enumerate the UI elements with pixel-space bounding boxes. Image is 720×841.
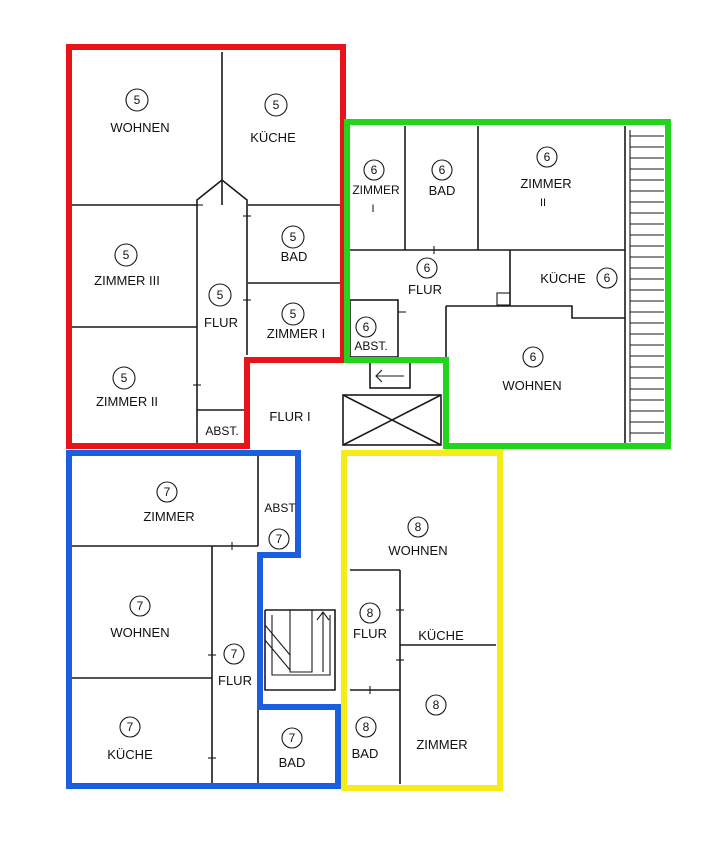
room-label: KÜCHE <box>540 271 586 286</box>
room-number: 7 <box>231 647 238 661</box>
room-number: 7 <box>164 485 171 499</box>
room-unit5-bad: 5 BAD <box>281 225 308 264</box>
room-number: 7 <box>289 731 296 745</box>
room-number: 6 <box>371 163 378 177</box>
stairs-unit6 <box>629 130 664 442</box>
room-unit8-wohnen: 8 WOHNEN <box>388 516 448 558</box>
room-unit6-wohnen: 6 WOHNEN <box>502 346 562 393</box>
room-label: BAD <box>279 755 306 770</box>
room-unit6-abst: 6 ABST. <box>354 316 388 353</box>
room-number: 6 <box>530 350 537 364</box>
room-number: 8 <box>367 606 374 620</box>
room-number: 5 <box>290 307 297 321</box>
room-label: ZIMMER <box>520 176 571 191</box>
room-label: ZIMMER III <box>94 273 160 288</box>
unit6-outline <box>344 119 671 449</box>
room-label: BAD <box>429 183 456 198</box>
room-unit5-wohnen: 5 WOHNEN <box>110 88 170 135</box>
room-unit7-flur: 7 FLUR <box>218 643 252 688</box>
room-unit5-zimmer3: 5 ZIMMER III <box>94 243 160 288</box>
room-number: 5 <box>121 371 128 385</box>
room-number: 5 <box>217 288 224 302</box>
room-label: KÜCHE <box>107 747 153 762</box>
room-label: KÜCHE <box>250 130 296 145</box>
room-number: 7 <box>276 532 283 546</box>
room-unit7-kueche: 7 KÜCHE <box>107 716 153 762</box>
room-number: 6 <box>604 271 611 285</box>
room-unit8-flur: 8 FLUR <box>353 602 387 641</box>
room-label: BAD <box>281 249 308 264</box>
room-label: WOHNEN <box>110 625 169 640</box>
room-unit8-kueche: KÜCHE <box>418 628 464 643</box>
walls <box>72 52 664 784</box>
unit8-outline <box>341 450 503 791</box>
room-label: ABST. <box>205 424 238 438</box>
room-unit6-bad: 6 BAD <box>429 159 456 198</box>
unit-outlines <box>66 44 671 791</box>
room-number: 8 <box>363 720 370 734</box>
room-unit5-zimmer2: 5 ZIMMER II <box>96 366 158 409</box>
room-label: ABST. <box>354 339 387 353</box>
unit5-outline <box>66 44 346 449</box>
room-unit6-flur: 6 FLUR <box>408 257 442 297</box>
room-label: FLUR <box>408 282 442 297</box>
room-number: 7 <box>127 720 134 734</box>
room-number: 7 <box>137 599 144 613</box>
room-unit7-bad: 7 BAD <box>279 727 306 770</box>
room-flur1: FLUR I <box>269 409 310 424</box>
room-label: WOHNEN <box>388 543 447 558</box>
room-number: 6 <box>544 150 551 164</box>
room-unit6-kueche: KÜCHE 6 <box>540 267 618 289</box>
room-number: 5 <box>134 93 141 107</box>
room-number: 5 <box>273 98 280 112</box>
room-label: ZIMMER <box>143 509 194 524</box>
room-label: ABST <box>264 501 296 515</box>
room-label: ZIMMER I <box>267 326 326 341</box>
room-unit7-zimmer: 7 ZIMMER <box>143 481 195 524</box>
room-unit5-kueche: 5 KÜCHE <box>250 93 296 145</box>
room-unit5-flur: 5 FLUR <box>204 283 238 330</box>
room-unit8-bad: 8 BAD <box>352 716 379 761</box>
room-label: FLUR I <box>269 409 310 424</box>
room-sublabel: I <box>371 203 374 215</box>
room-label: FLUR <box>218 673 252 688</box>
room-unit6-zimmer2: 6 ZIMMER II <box>520 146 572 209</box>
room-label: ZIMMER <box>352 183 400 197</box>
room-label: FLUR <box>353 626 387 641</box>
room-unit7-abst: ABST 7 <box>264 501 296 550</box>
room-label: ZIMMER II <box>96 394 158 409</box>
room-number: 6 <box>363 320 370 334</box>
room-unit6-zimmer1: 6 ZIMMER I <box>352 159 400 215</box>
room-label: KÜCHE <box>418 628 464 643</box>
room-number: 8 <box>433 698 440 712</box>
room-number: 6 <box>424 261 431 275</box>
room-unit8-zimmer: 8 ZIMMER <box>416 694 468 752</box>
room-label: WOHNEN <box>502 378 561 393</box>
room-label: ZIMMER <box>416 737 467 752</box>
room-label: BAD <box>352 746 379 761</box>
room-unit7-wohnen: 7 WOHNEN <box>110 595 170 640</box>
room-unit5-zimmer1: 5 ZIMMER I <box>267 302 326 341</box>
unit7-outline <box>66 450 341 789</box>
room-unit5-abst: ABST. <box>205 424 238 438</box>
room-number: 6 <box>439 163 446 177</box>
room-sublabel: II <box>540 197 546 209</box>
room-number: 5 <box>123 248 130 262</box>
room-number: 5 <box>290 230 297 244</box>
room-label: WOHNEN <box>110 120 169 135</box>
room-label: FLUR <box>204 315 238 330</box>
room-number: 8 <box>415 520 422 534</box>
